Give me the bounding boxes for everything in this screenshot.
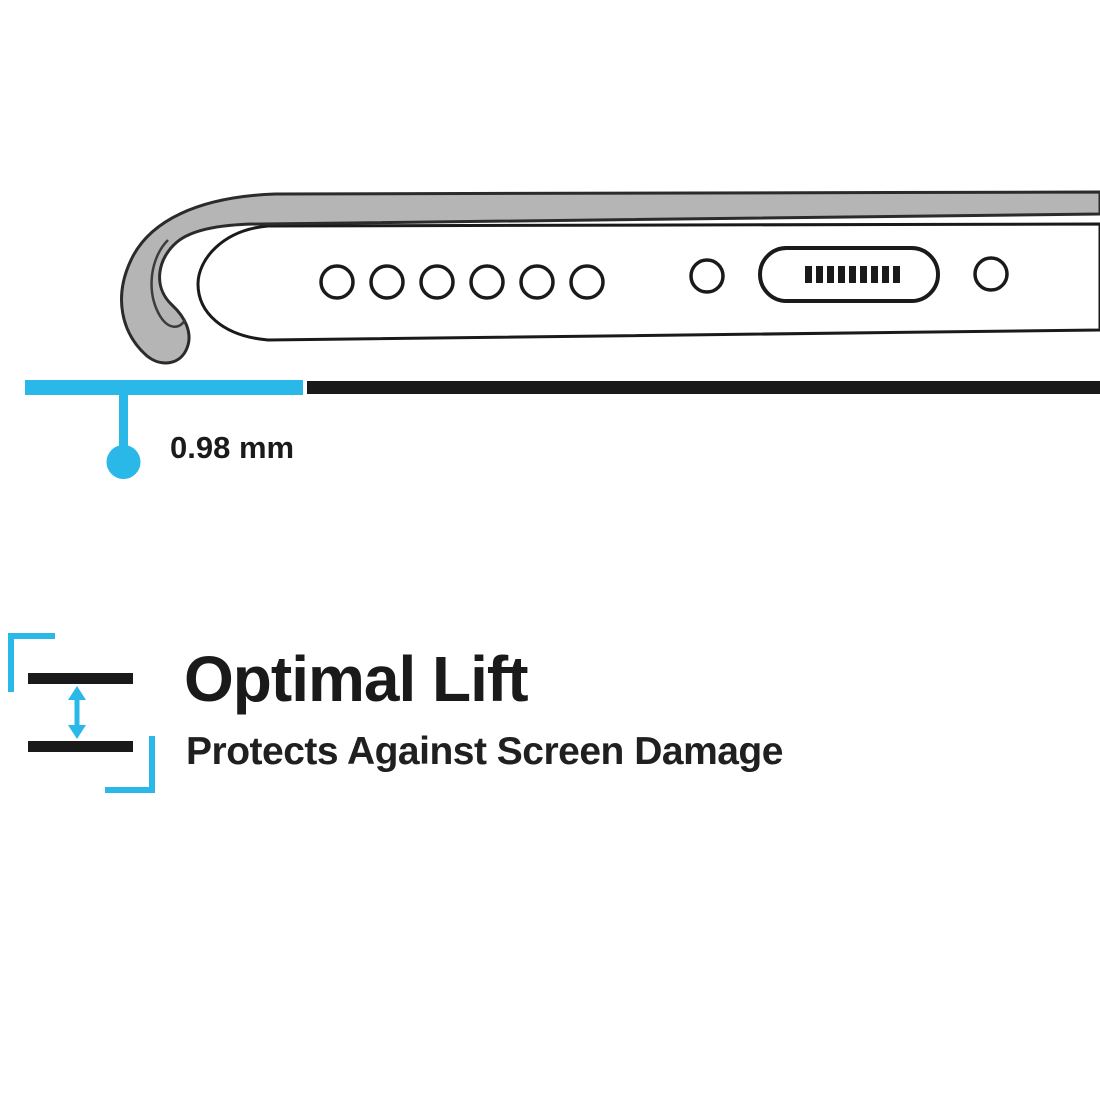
speaker-hole [369,264,405,300]
speaker-hole-icon [319,264,605,300]
measure-pointer-stem [119,395,128,447]
lift-gap-icon [8,633,155,793]
speaker-hole [519,264,555,300]
case-lip-detail [150,239,187,328]
speaker-hole [569,264,605,300]
measure-bar-cyan [25,380,303,395]
screw-hole-icon [973,256,1009,292]
speaker-hole [419,264,455,300]
bracket-top-left [8,633,55,692]
lift-measurement-value: 0.98 mm [170,430,295,465]
phone-bottom-edge-illustration [120,190,1100,365]
gap-bar-bottom [28,741,133,752]
lift-measurement [25,380,1100,479]
microphone-hole-icon [689,258,725,294]
measure-bar-black [307,381,1100,394]
charging-port-icon [758,246,940,303]
gap-arrow-head-down [68,725,86,739]
speaker-hole [469,264,505,300]
gap-bar-top [28,673,133,684]
charging-port-pins [805,266,900,283]
gap-arrow-head-up [68,686,86,700]
speaker-hole [319,264,355,300]
measure-pointer-dot [106,445,141,479]
case-corner-bumper-icon [120,190,1100,365]
feature-title: Optimal Lift [184,643,529,715]
feature-subtitle: Protects Against Screen Damage [186,730,783,773]
bracket-bottom-right [105,736,155,793]
